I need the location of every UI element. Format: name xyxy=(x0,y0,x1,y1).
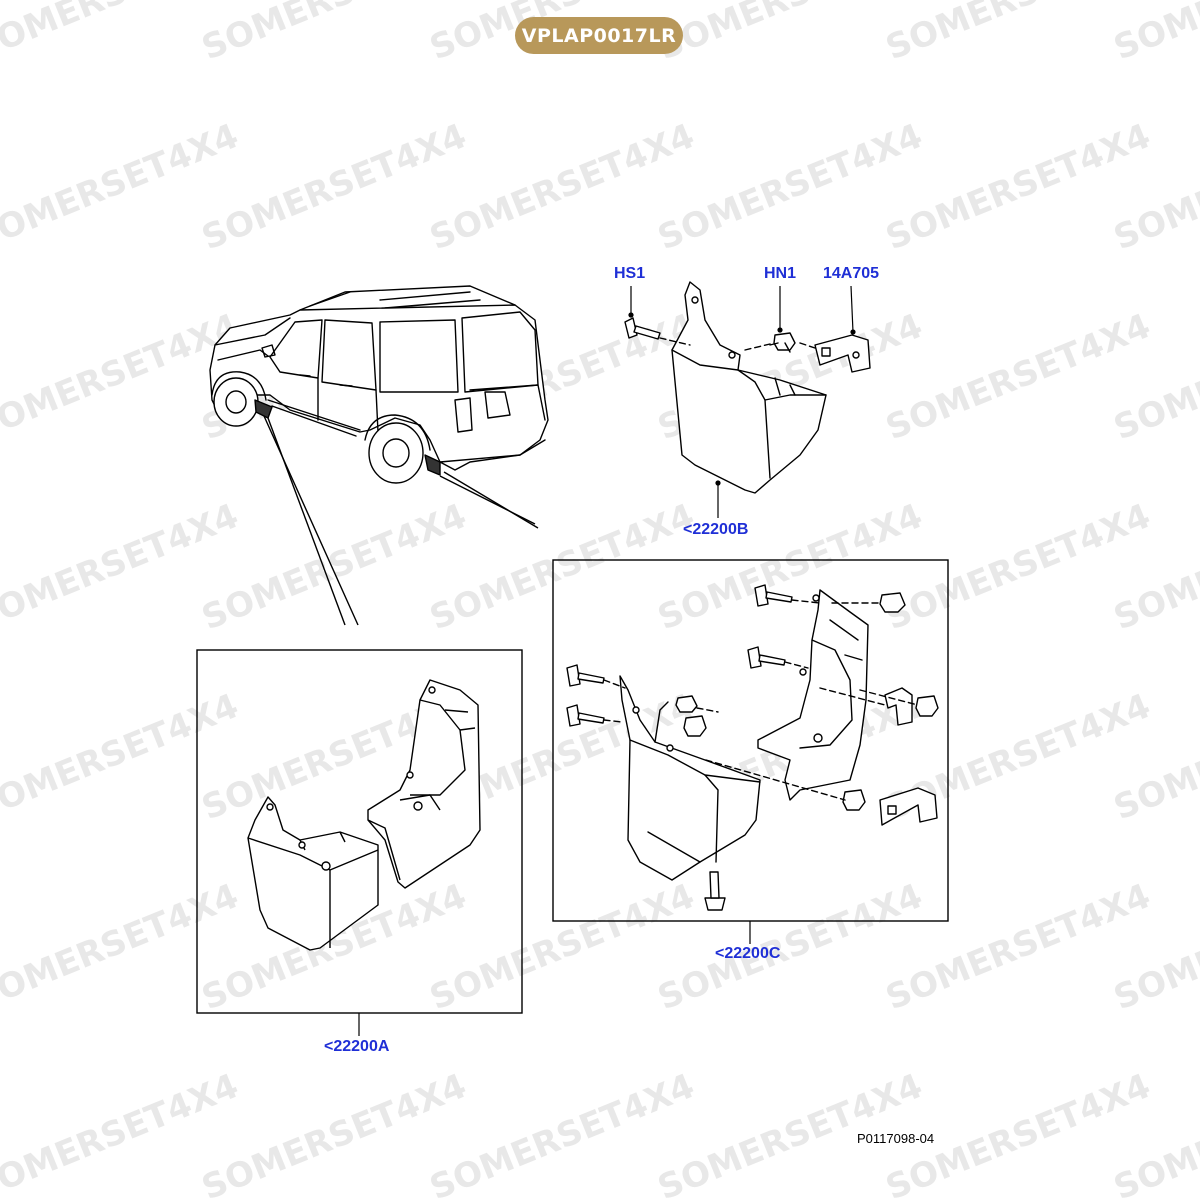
kit-a-mudflaps xyxy=(247,679,481,951)
kit-c-mudflaps xyxy=(566,584,939,911)
callout-kit-22200c: <22200C xyxy=(715,945,781,962)
callout-bracket-14a705: 14A705 xyxy=(823,265,880,282)
watermark-text: SOMERSET4X4 xyxy=(1108,0,1200,68)
mudflap-front-assembly xyxy=(624,281,871,494)
figure-number: P0117098-04 xyxy=(857,1131,935,1146)
callout-hs1: HS1 xyxy=(614,265,646,282)
vehicle-leader-lines xyxy=(263,415,539,626)
callout-hn1: HN1 xyxy=(764,265,797,282)
vehicle-illustration xyxy=(209,285,549,484)
part-number-badge: VPLAP0017LR xyxy=(515,17,683,54)
callout-kit-22200b: <22200B xyxy=(683,521,749,538)
callout-kit-22200a: <22200A xyxy=(324,1038,390,1055)
callout-leaders-top xyxy=(628,285,856,518)
